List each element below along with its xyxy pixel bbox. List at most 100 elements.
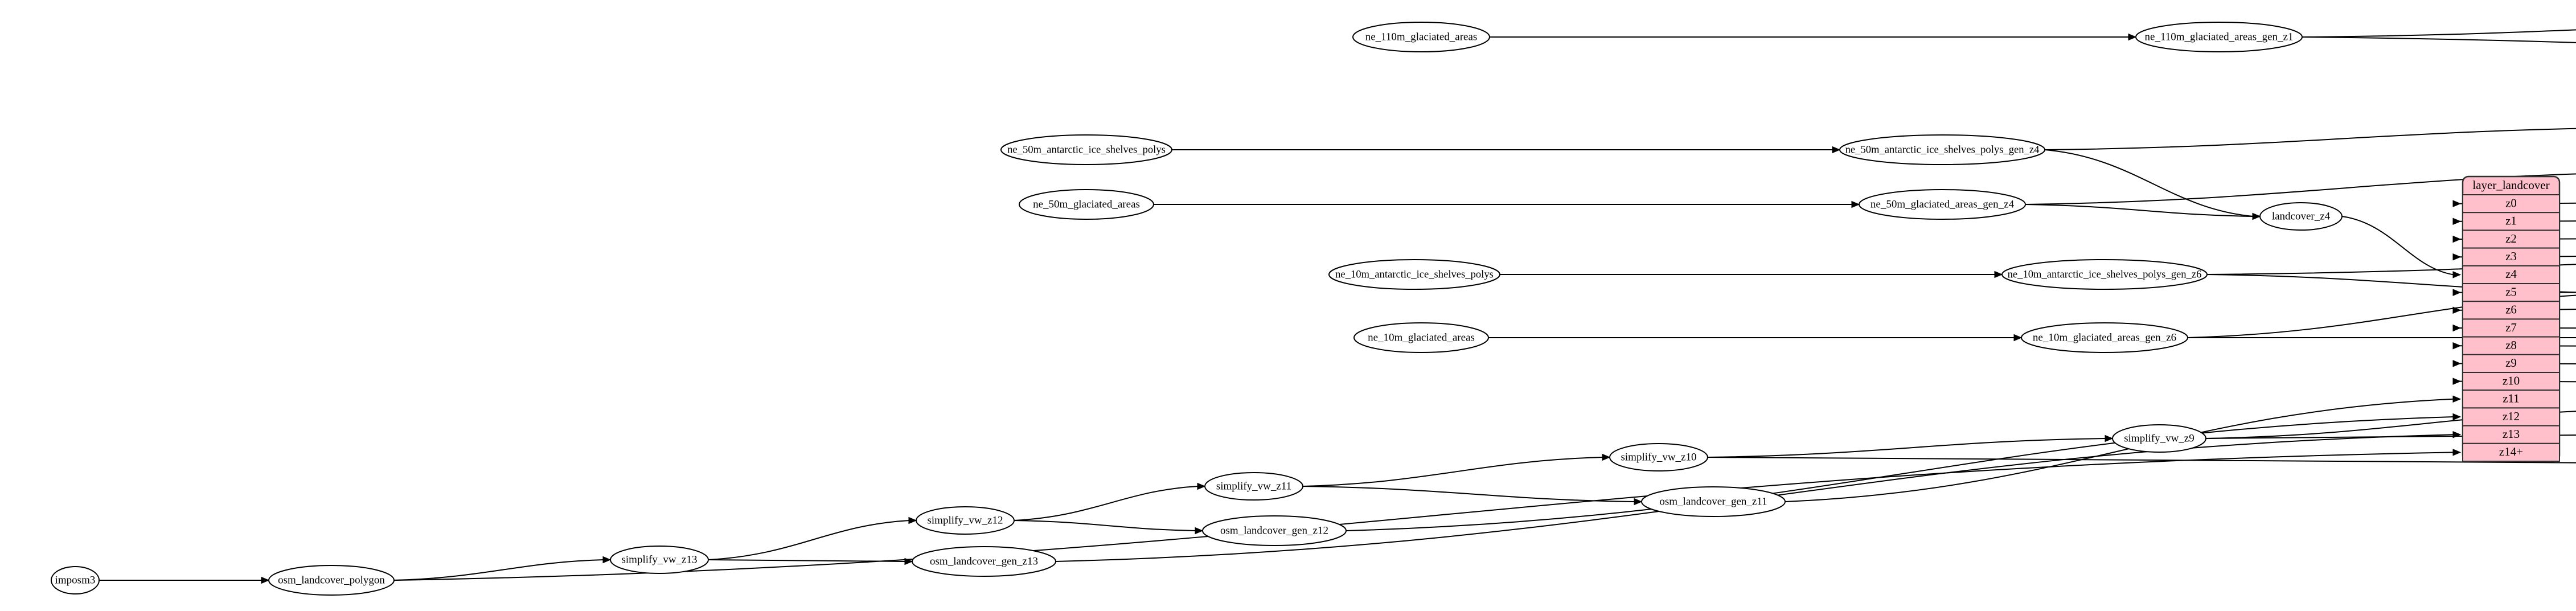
node-ellipse — [1019, 189, 1154, 220]
table-row-label: z0 — [2505, 196, 2517, 210]
node-label: ne_50m_antarctic_ice_shelves_polys — [1007, 143, 1166, 155]
node-ellipse — [1641, 486, 1786, 517]
table-row-label: z9 — [2505, 356, 2517, 370]
graph-node-ne-10m-glaciated-areas[interactable]: ne_10m_glaciated_areas — [1353, 322, 1489, 353]
table-row-label: z2 — [2505, 232, 2517, 245]
node-label: ne_10m_antarctic_ice_shelves_polys_gen_z… — [2008, 268, 2202, 280]
graph-node-simplify-vw-z13[interactable]: simplify_vw_z13 — [610, 546, 709, 574]
table-row-label: z10 — [2503, 374, 2520, 387]
graph-node-simplify-vw-z12[interactable]: simplify_vw_z12 — [916, 506, 1015, 535]
graph-edge — [2025, 173, 2576, 205]
graph-node-ne-50m-glaciated-areas[interactable]: ne_50m_glaciated_areas — [1019, 189, 1154, 220]
graph-node-ne-10m-glaciated-areas-gen-z6[interactable]: ne_10m_glaciated_areas_gen_z6 — [2021, 322, 2188, 353]
table-row[interactable] — [2462, 318, 2560, 338]
edge-arrowhead — [1195, 527, 1204, 535]
edge-arrowhead — [2105, 434, 2114, 442]
table-row[interactable] — [2462, 372, 2560, 391]
node-ellipse — [268, 565, 395, 596]
graph-node-ne-110m-glaciated-areas[interactable]: ne_110m_glaciated_areas — [1352, 22, 1490, 52]
graph-edge — [1014, 486, 1199, 521]
edge-arrowhead — [2452, 360, 2462, 367]
edge-arrowhead — [2452, 253, 2462, 261]
edge-arrowhead — [2452, 378, 2462, 385]
node-ellipse — [912, 546, 1056, 577]
graph-node-simplify-vw-z10[interactable]: simplify_vw_z10 — [1609, 443, 1708, 471]
table-row[interactable] — [2462, 389, 2560, 409]
node-ellipse — [916, 506, 1015, 535]
edge-arrowhead — [2452, 235, 2462, 243]
graph-edge — [393, 452, 2454, 581]
node-ellipse — [1000, 134, 1172, 165]
node-ellipse — [610, 546, 709, 574]
node-ellipse — [1328, 259, 1500, 290]
edge-arrowhead — [1634, 498, 1643, 506]
edge-arrowhead — [2452, 218, 2462, 225]
graph-edge — [1302, 457, 1603, 487]
graph-node-osm-landcover-gen-z11[interactable]: osm_landcover_gen_z11 — [1641, 486, 1786, 517]
node-label: ne_110m_glaciated_areas_gen_z1 — [2145, 31, 2294, 43]
node-label: ne_110m_glaciated_areas — [1365, 31, 1478, 43]
graph-edge — [2205, 411, 2576, 439]
node-label: ne_10m_glaciated_areas — [1368, 331, 1475, 343]
edge-arrowhead — [2013, 334, 2023, 342]
node-ellipse — [2021, 322, 2188, 353]
edge-arrowhead — [2252, 212, 2261, 220]
graph-node-landcover-z4[interactable]: landcover_z4 — [2259, 202, 2343, 231]
edge-arrowhead — [2452, 449, 2462, 456]
table-row-label: z8 — [2505, 338, 2517, 352]
edge-arrowhead — [2452, 289, 2462, 296]
graph-edge — [1707, 438, 2106, 458]
edge-arrowhead — [261, 576, 270, 584]
graph-edge — [393, 559, 604, 581]
graph-node-osm-landcover-polygon[interactable]: osm_landcover_polygon — [268, 565, 395, 596]
edge-arrowhead — [1832, 146, 1841, 154]
node-ellipse — [51, 566, 100, 594]
layer-landcover-table[interactable]: layer_landcoverz0z1z2z3z4z5z6z7z8z9z10z1… — [2462, 175, 2561, 462]
node-ellipse — [1202, 515, 1347, 546]
edge-arrowhead — [2452, 271, 2462, 278]
graph-node-ne-10m-antarctic-ice-shelves-polys-gen-z6[interactable]: ne_10m_antarctic_ice_shelves_polys_gen_z… — [2001, 259, 2208, 290]
node-label: osm_landcover_gen_z13 — [930, 555, 1038, 567]
graph-node-ne-50m-glaciated-areas-gen-z4[interactable]: ne_50m_glaciated_areas_gen_z4 — [1859, 189, 2026, 220]
node-ellipse — [1353, 322, 1489, 353]
node-ellipse — [2001, 259, 2208, 290]
graph-node-ne-50m-antarctic-ice-shelves-polys[interactable]: ne_50m_antarctic_ice_shelves_polys — [1000, 134, 1172, 165]
node-label: osm_landcover_polygon — [278, 574, 385, 586]
table-row-label: z5 — [2505, 285, 2517, 298]
graph-node-ne-50m-antarctic-ice-shelves-polys-gen-z4[interactable]: ne_50m_antarctic_ice_shelves_polys_gen_z… — [1839, 134, 2045, 165]
edges-layer — [99, 29, 2576, 584]
edge-arrowhead — [2452, 200, 2462, 207]
graph-node-osm-landcover-gen-z13[interactable]: osm_landcover_gen_z13 — [912, 546, 1056, 577]
table-row-label: z6 — [2505, 303, 2517, 317]
graph-edge — [2044, 149, 2254, 217]
graph-node-ne-110m-glaciated-areas-gen-z1[interactable]: ne_110m_glaciated_areas_gen_z1 — [2135, 22, 2303, 52]
table-row[interactable] — [2462, 336, 2560, 355]
node-ellipse — [2135, 22, 2303, 52]
graph-node-ne-10m-antarctic-ice-shelves-polys[interactable]: ne_10m_antarctic_ice_shelves_polys — [1328, 259, 1500, 290]
node-label: ne_10m_antarctic_ice_shelves_polys — [1335, 268, 1494, 280]
table-row[interactable] — [2462, 442, 2560, 462]
node-ellipse — [1204, 472, 1303, 501]
table-row[interactable] — [2462, 425, 2560, 444]
node-label: simplify_vw_z9 — [2124, 432, 2194, 444]
graph-edge — [2341, 216, 2454, 276]
graph-edge — [2044, 128, 2576, 150]
table-row[interactable] — [2462, 407, 2560, 427]
edge-arrowhead — [1994, 270, 2003, 278]
edge-arrowhead — [2452, 395, 2462, 403]
graph-node-osm-landcover-gen-z12[interactable]: osm_landcover_gen_z12 — [1202, 515, 1347, 546]
edge-arrowhead — [908, 516, 917, 524]
table-row-label: z4 — [2505, 267, 2517, 281]
edge-arrowhead — [2452, 413, 2462, 421]
table-row[interactable] — [2462, 247, 2560, 266]
layer-landcover-table-title: layer_landcover — [2472, 178, 2549, 192]
graph-node-simplify-vw-z11[interactable]: simplify_vw_z11 — [1204, 472, 1303, 501]
node-ellipse — [2259, 202, 2343, 231]
graph-edge — [2302, 36, 2576, 43]
table-row-label: z13 — [2503, 427, 2520, 441]
node-label: simplify_vw_z10 — [1621, 451, 1697, 463]
graph-node-imposm3[interactable]: imposm3 — [51, 566, 100, 594]
graph-node-simplify-vw-z9[interactable]: simplify_vw_z9 — [2112, 424, 2206, 453]
table-row-label: z3 — [2505, 249, 2517, 263]
